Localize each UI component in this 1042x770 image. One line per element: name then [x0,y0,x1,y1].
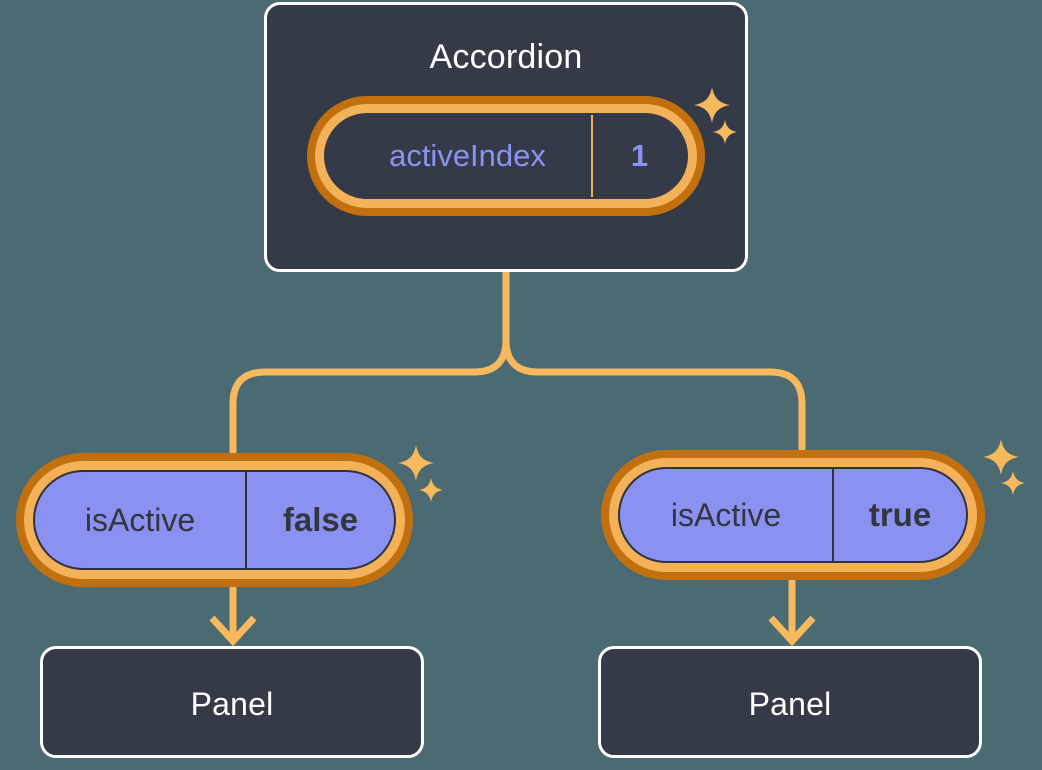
branch-left-child-title: Panel [190,686,274,722]
branch-left-state-value: false [245,472,394,568]
sparkle-small-icon [419,478,443,502]
branch-left-state-pill[interactable]: isActive false [33,470,396,570]
arrow-down-icon-left [209,578,257,647]
sparkle-icon [398,445,434,481]
root-state-pill[interactable]: activeIndex 1 [324,113,688,199]
branch-left-state-key: isActive [84,501,196,538]
arrow-down-icon-right [768,572,816,647]
branch-right-state-value: true [832,469,966,561]
branch-left-child-node[interactable]: Panel [40,646,424,758]
root-node-title: Accordion [429,38,583,76]
root-state-key: activeIndex [389,138,546,173]
branch-right-child-title: Panel [748,686,832,722]
sparkle-small-icon [1001,471,1025,495]
branch-right-state-pill[interactable]: isActive true [618,467,968,563]
root-state-value: 1 [591,115,686,197]
branch-right-state-key: isActive [670,496,782,533]
sparkle-icon [983,439,1019,475]
branch-right-child-node[interactable]: Panel [598,646,982,758]
